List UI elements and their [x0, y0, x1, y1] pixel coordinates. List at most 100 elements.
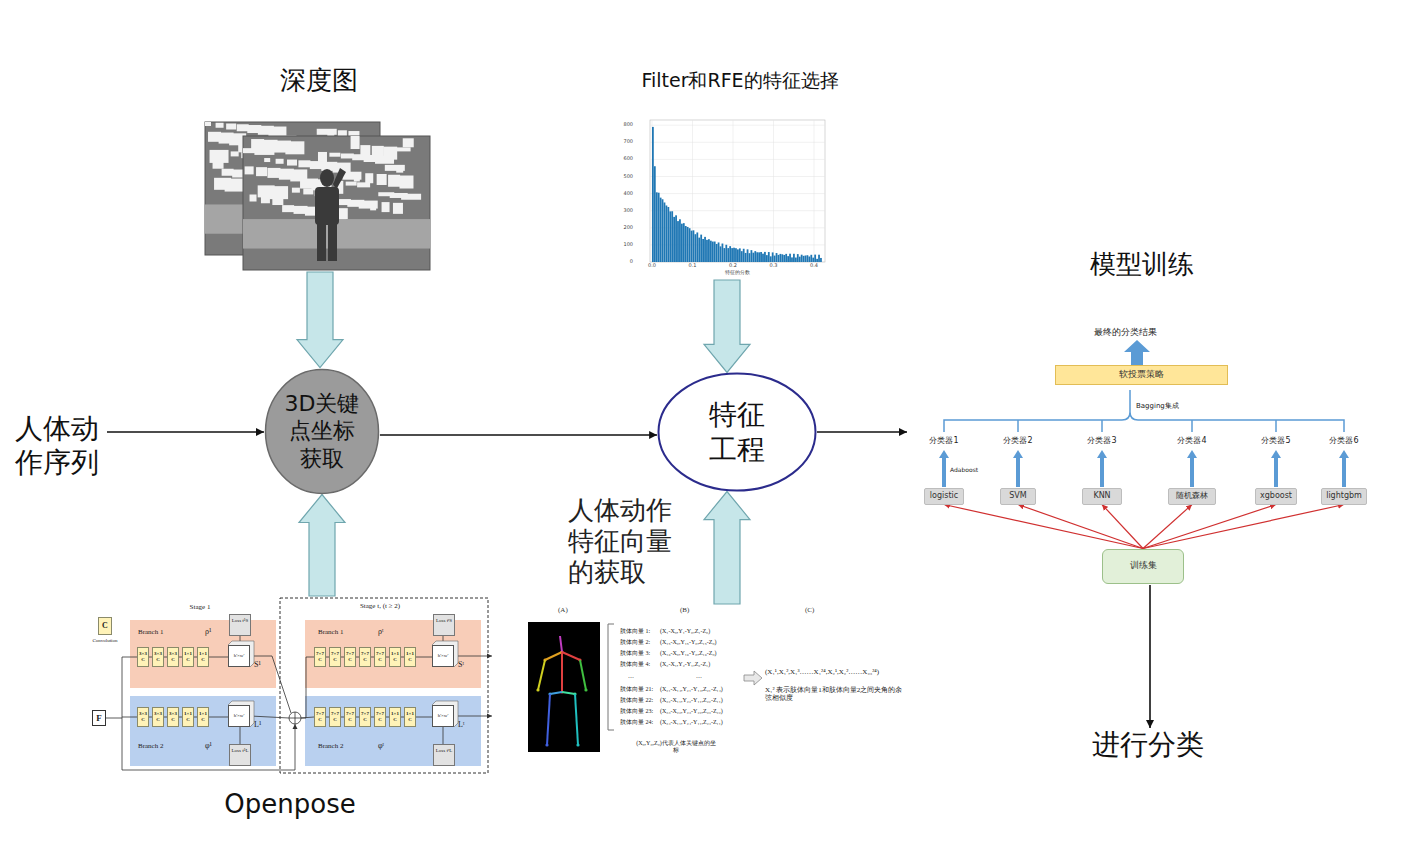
bagging-bracket — [944, 390, 1344, 432]
histogram-bar — [812, 258, 814, 262]
arrow-connector — [1102, 505, 1143, 549]
histogram-bar — [810, 255, 812, 262]
ellipsis: … — [696, 673, 716, 680]
histogram-bar — [652, 127, 654, 262]
branch-label: L¹ — [254, 720, 266, 729]
node-label: 3D关键点坐标获取 — [283, 390, 361, 473]
histogram-bar — [762, 254, 764, 262]
conv-box: 1×1 C — [389, 647, 401, 667]
conv-box: 7×7 C — [374, 647, 386, 667]
conv-box: 1×1 C — [197, 647, 209, 667]
depth-blob — [285, 141, 304, 154]
histogram-bar — [768, 252, 770, 262]
process-circle: 特征工程 — [657, 372, 817, 492]
depth-blob — [280, 187, 286, 191]
histogram-bar — [656, 192, 658, 262]
ensemble-figure — [939, 340, 1349, 487]
person-head — [320, 169, 334, 187]
node-label: logistic — [930, 492, 958, 501]
axis-tick: 700 — [620, 139, 633, 145]
depth-blob — [226, 124, 236, 130]
histogram-bar — [693, 230, 695, 262]
openpose-network — [106, 598, 492, 773]
limb-vector: (X₂₄-X₁₁,Y₂₄-Y₁₁,Z₂₄-Z₁₁) — [660, 719, 742, 726]
branch-label: Branch 2 — [318, 742, 354, 750]
histogram-bar — [814, 255, 816, 262]
histogram-bar — [801, 255, 803, 262]
classifier-arrow — [1187, 450, 1197, 487]
histogram-bar — [689, 228, 691, 262]
skeleton-joint — [545, 743, 548, 746]
depth-blob — [268, 127, 286, 137]
branch2-band — [130, 696, 276, 766]
node-label: (B) — [680, 606, 689, 614]
axis-tick: 100 — [620, 242, 633, 248]
branch-label: ρᵗ — [378, 627, 390, 636]
skeleton-limb — [562, 652, 580, 660]
depth-blob — [235, 179, 241, 183]
depth-blob — [351, 136, 360, 149]
arrow-connector — [380, 434, 657, 436]
person-silhouette — [315, 168, 346, 261]
classifier-label: 分类器2 — [998, 436, 1038, 445]
classifier-arrow — [1339, 450, 1349, 487]
classifier-box: logistic — [924, 488, 964, 505]
histogram-bar — [735, 248, 737, 262]
depth-blob — [261, 195, 270, 203]
node-label: 训练集 — [1130, 561, 1157, 571]
grid-line — [650, 159, 825, 160]
depth-blob — [370, 201, 376, 210]
depth-blob — [354, 172, 360, 181]
histogram — [650, 120, 825, 262]
histogram-bar — [820, 258, 822, 262]
branch-label: S¹ — [254, 660, 266, 669]
node-label: xgboost — [1260, 492, 1292, 501]
histogram-bar — [745, 253, 747, 262]
histogram-bar — [805, 256, 807, 263]
grid-line — [650, 125, 825, 126]
circle-shape — [266, 369, 379, 493]
histogram-bar — [733, 248, 735, 262]
depth-blob — [225, 179, 244, 192]
histogram-bar — [720, 246, 722, 262]
depth-blob — [237, 124, 249, 131]
limb-name: 肢体向量 4: — [620, 661, 666, 668]
classifier-label: 分类器5 — [1256, 436, 1296, 445]
depth-blob — [365, 173, 373, 183]
depth-blob — [256, 167, 267, 176]
process-circle: 3D关键点坐标获取 — [264, 368, 380, 495]
histogram-bar — [681, 224, 683, 262]
limb-vector: (X₂₂-X₁₁,Y₂₂-Y₁₁,Z₂₂-Z₁₁) — [660, 697, 742, 704]
classifier-arrow — [939, 450, 949, 487]
circle-shape — [659, 374, 816, 491]
depth-blob — [292, 188, 300, 193]
depth-blob — [393, 203, 403, 214]
skeleton-limb — [575, 694, 578, 745]
grid-line — [814, 120, 815, 262]
depth-image-panel: 深度图 — [205, 66, 433, 272]
histogram-bar — [737, 249, 739, 262]
histogram-bar — [706, 240, 708, 262]
histogram-bar — [714, 242, 716, 262]
skeleton-joint — [576, 743, 579, 746]
conv-box: 7×7 C — [329, 647, 341, 667]
node-label: (C) — [805, 606, 814, 614]
axis-tick: 0.3 — [766, 263, 782, 269]
depth-blob — [346, 182, 357, 186]
depth-blob — [245, 166, 254, 174]
node-label: 深度图 — [205, 66, 433, 96]
depth-blob — [287, 160, 297, 166]
axis-tick: 800 — [620, 122, 633, 128]
conv-box: 3×3 C — [167, 647, 179, 667]
node-label: 进行分类 — [1092, 728, 1204, 762]
conv-box: 7×7 C — [329, 707, 341, 727]
grid-line — [650, 176, 825, 177]
conv-box: 7×7 C — [359, 647, 371, 667]
limb-name: 肢体向量 23: — [620, 708, 666, 715]
histogram-bar — [664, 202, 666, 262]
node-label: Filter和RFE的特征选择 — [612, 70, 868, 92]
histogram-bar — [727, 248, 729, 262]
axis-tick: 0.0 — [644, 263, 660, 269]
skeleton-limb — [545, 652, 562, 660]
legend-label: Convolution — [85, 638, 125, 644]
